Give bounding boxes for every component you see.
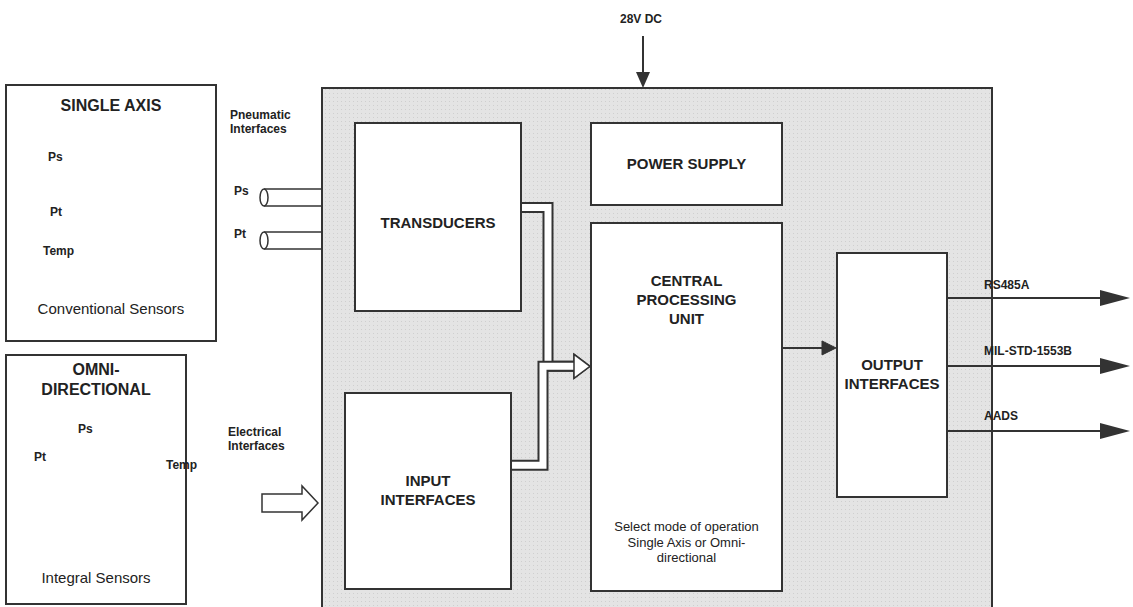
signal-label: 28V DC [620,12,662,26]
block-title: SINGLE AXIS [61,96,162,116]
electrical-arrow [262,486,318,520]
arrow-head [574,354,590,378]
signal-label: RS485A [984,278,1029,292]
signal-label: MIL-STD-1553B [984,344,1072,358]
block-box: POWER SUPPLY [590,122,783,206]
signal-label: Pt [34,450,46,464]
housing [322,88,992,607]
arrow-head [822,341,836,355]
block-box: TRANSDUCERS [354,122,522,312]
block-box: INPUT INTERFACES [344,392,512,590]
signal-label: Pt [234,227,246,241]
signal-label: Pt [50,205,62,219]
power-arrow-head [636,72,650,88]
signal-label: Electrical Interfaces [228,425,318,454]
block-box: OMNI- DIRECTIONAL Integral Sensors [5,354,187,605]
data-flow-connector [512,354,590,465]
signal-label: Temp [166,458,197,472]
output-arrow-head [1100,290,1130,439]
block-box: CENTRAL PROCESSING UNIT Select mode of op… [590,222,783,592]
output-arrow [948,298,1110,431]
data-flow-connector [522,208,590,379]
block-title: OUTPUT INTERFACES [844,356,940,394]
signal-label: Pneumatic Interfaces [230,108,320,137]
block-note: Integral Sensors [41,569,150,587]
pneumatic-tube [260,189,322,249]
signal-label: Ps [234,184,249,198]
signal-label: Ps [78,422,93,436]
signal-label: Temp [43,244,74,258]
arrow-head [574,354,590,378]
block-title: INPUT INTERFACES [363,472,493,510]
block-note: Select mode of operation Single Axis or … [600,519,773,566]
block-note: Conventional Sensors [38,300,185,318]
block-title: OMNI- DIRECTIONAL [26,360,166,400]
block-title: POWER SUPPLY [627,155,746,174]
data-flow-connector [783,341,836,355]
block-title: CENTRAL PROCESSING UNIT [622,272,752,328]
signal-label: Ps [48,150,63,164]
signal-label: AADS [984,409,1018,423]
block-box: OUTPUT INTERFACES [836,252,948,498]
block-box: SINGLE AXIS Conventional Sensors [5,84,217,342]
block-title: TRANSDUCERS [380,214,495,233]
power-arrow [642,36,644,74]
